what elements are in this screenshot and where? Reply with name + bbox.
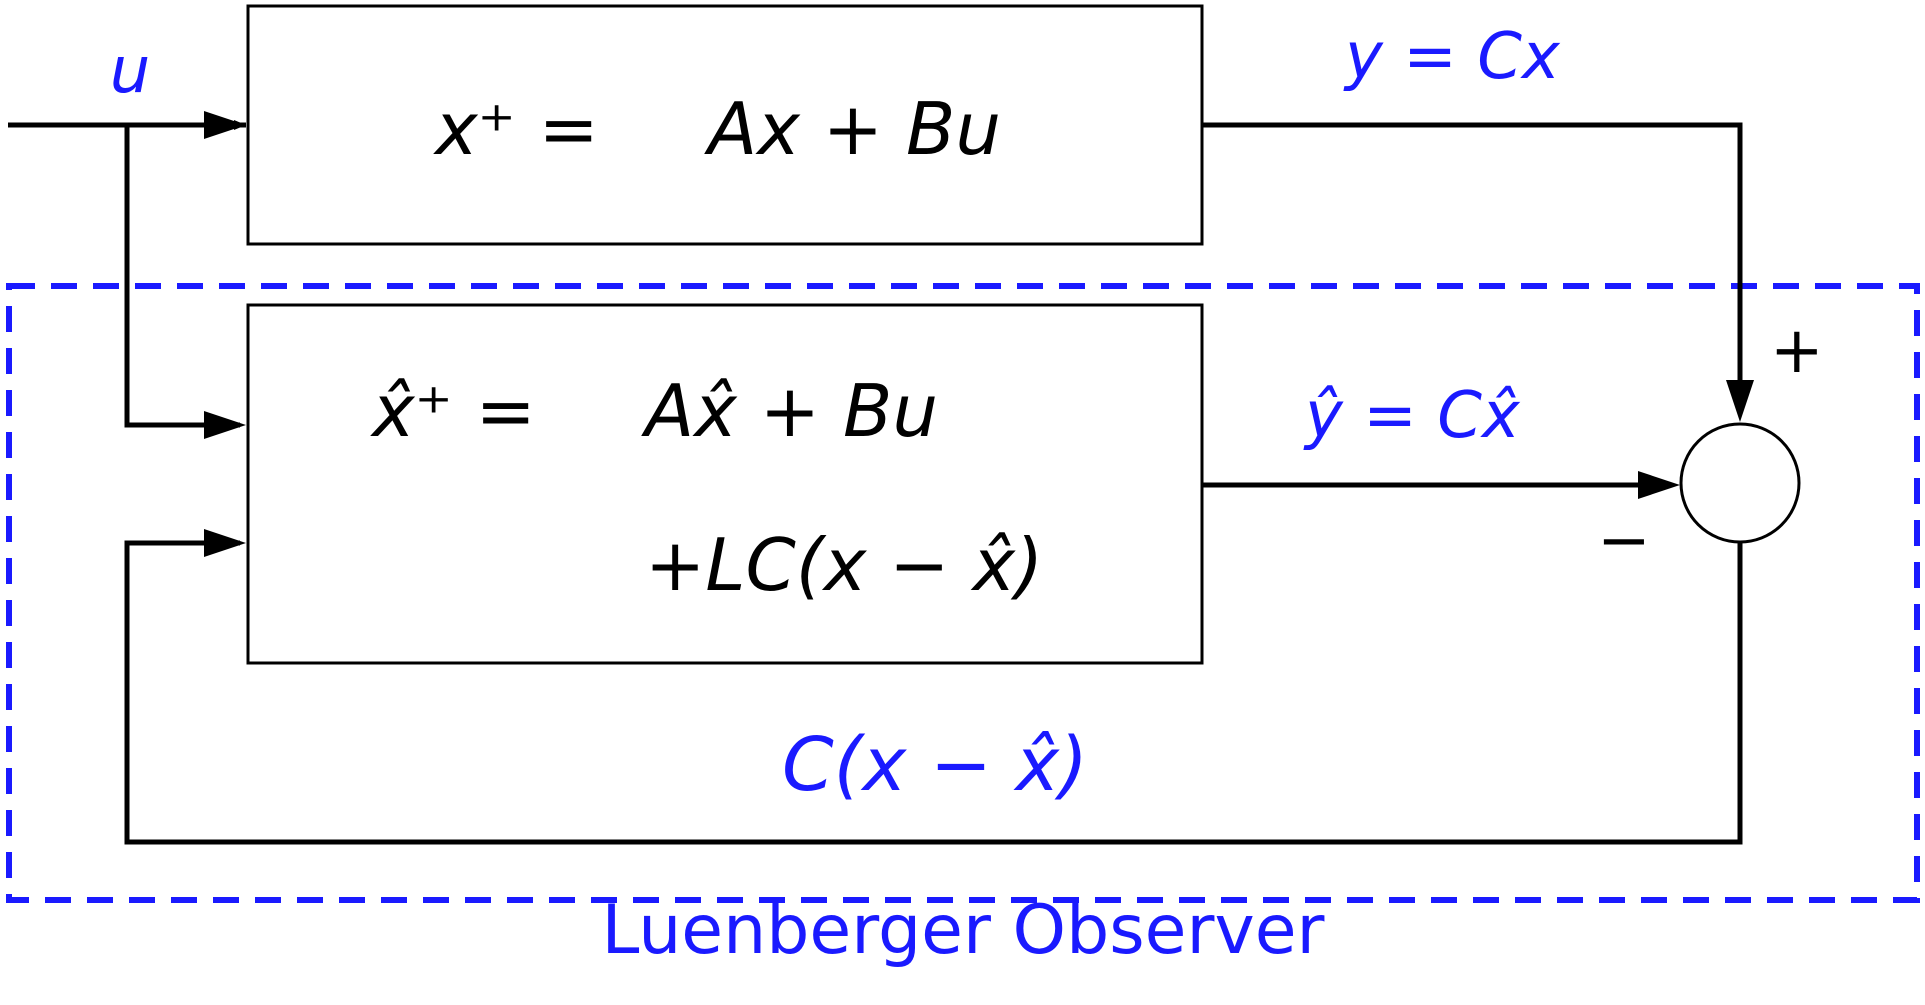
summing-junction (1679, 422, 1801, 544)
plant-input-arrowhead (204, 111, 246, 139)
feedback-arrowhead (204, 529, 246, 557)
estimated-output-label: ŷ = Cx̂ (1303, 379, 1521, 453)
observer-equation-rhs-line1: Ax̂ + Bu (641, 369, 938, 453)
error-feedback-label: C(x − x̂) (782, 722, 1088, 808)
estimated-output-arrowhead (1638, 471, 1680, 499)
observer-equation-rhs-line2: +LC(x − x̂) (645, 523, 1043, 607)
output-arrowhead (1726, 380, 1754, 422)
error-feedback-line (124, 540, 1743, 845)
input-branch-line (124, 125, 240, 428)
input-label: u (110, 34, 151, 108)
plus-sign: + (1770, 314, 1824, 388)
plant-equation-lhs: x⁺ = (433, 87, 599, 171)
observer-input-arrowhead (204, 411, 246, 439)
observer-equation-lhs: x̂⁺ = (370, 369, 536, 453)
output-signal-line (1202, 122, 1743, 385)
plant-equation-rhs: Ax + Bu (704, 87, 1001, 171)
observer-title: Luenberger Observer (602, 891, 1325, 970)
output-label: y = Cx (1343, 20, 1561, 94)
observer-block (246, 303, 1204, 665)
minus-sign: − (1597, 504, 1651, 578)
plant-block (246, 4, 1204, 246)
